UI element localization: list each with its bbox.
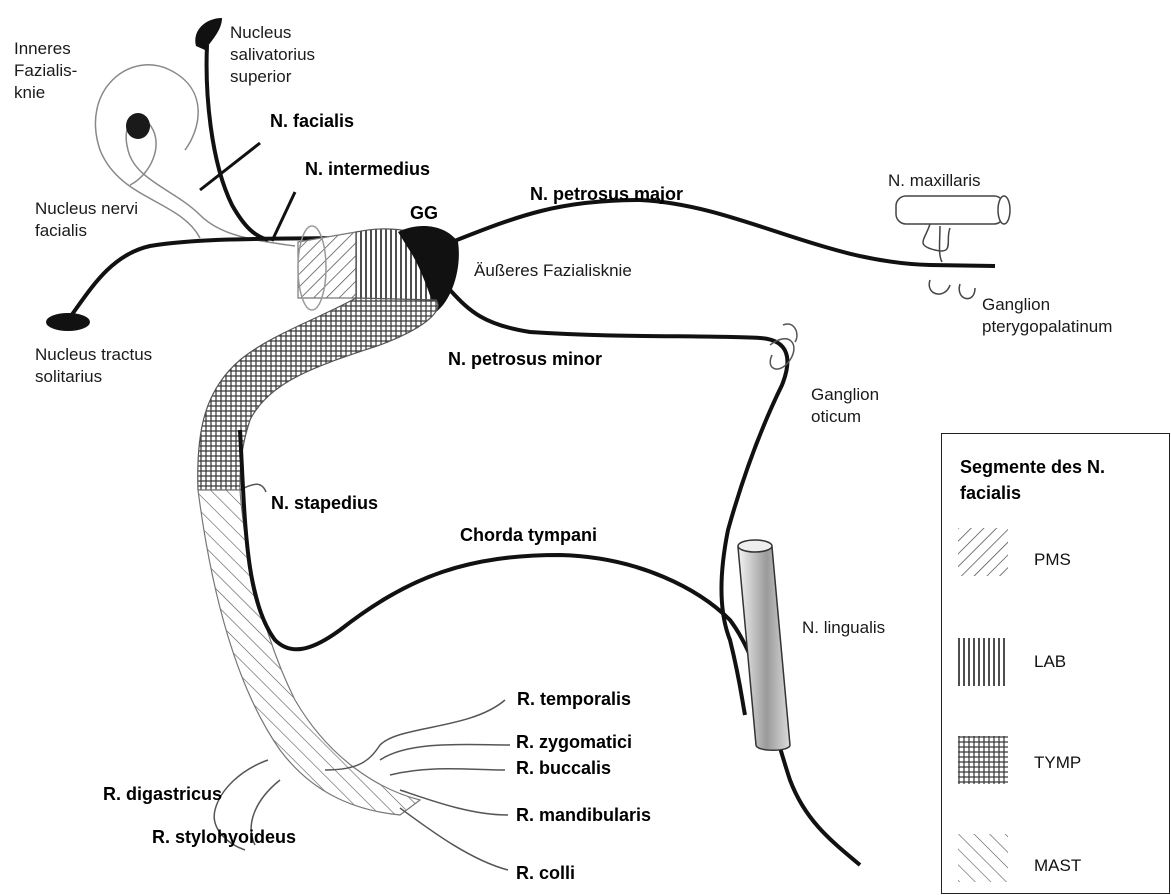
label-gg: GG (410, 202, 438, 224)
label-nucleus-salivatorius: Nucleus salivatorius superior (230, 22, 315, 88)
legend: Segmente des N. facialis PMS LAB TYMP MA… (941, 433, 1170, 894)
label-ganglion-pterygopalatinum: Ganglion pterygopalatinum (982, 294, 1112, 338)
label-r-colli: R. colli (516, 862, 575, 884)
label-n-lingualis: N. lingualis (802, 617, 885, 639)
legend-label-mast: MAST (1034, 856, 1081, 876)
nucleus-nervi-facialis-node (126, 113, 150, 139)
legend-label-lab: LAB (1034, 652, 1066, 672)
segment-pms (298, 232, 356, 298)
label-ganglion-oticum: Ganglion oticum (811, 384, 879, 428)
legend-label-tymp: TYMP (1034, 753, 1081, 773)
label-r-buccalis: R. buccalis (516, 757, 611, 779)
label-n-petrosus-major: N. petrosus major (530, 183, 683, 205)
label-n-facialis: N. facialis (270, 110, 354, 132)
segment-tymp (198, 298, 438, 490)
label-r-zygomatici: R. zygomatici (516, 731, 632, 753)
label-aeusseres-fazialisknie: Äußeres Fazialisknie (474, 260, 632, 282)
label-r-stylohyoideus: R. stylohyoideus (152, 826, 296, 848)
label-n-maxillaris: N. maxillaris (888, 170, 981, 192)
label-chorda-tympani: Chorda tympani (460, 524, 597, 546)
legend-swatch-mast (958, 834, 1008, 882)
label-n-intermedius: N. intermedius (305, 158, 430, 180)
label-r-temporalis: R. temporalis (517, 688, 631, 710)
label-r-digastricus: R. digastricus (103, 783, 222, 805)
legend-swatch-pms (958, 528, 1008, 576)
nucleus-tractus-solitarius-node (46, 313, 90, 331)
segment-mast (198, 490, 420, 815)
label-n-stapedius: N. stapedius (271, 492, 378, 514)
legend-title: Segmente des N. facialis (960, 454, 1105, 506)
n-intermedius-pointer (272, 192, 295, 241)
label-r-mandibularis: R. mandibularis (516, 804, 651, 826)
legend-swatch-tymp (958, 736, 1008, 784)
n-maxillaris-cylinder (896, 196, 1004, 224)
legend-swatch-lab (958, 638, 1008, 686)
label-n-petrosus-minor: N. petrosus minor (448, 348, 602, 370)
label-nucleus-tractus-solitarius: Nucleus tractus solitarius (35, 344, 152, 388)
n-facialis-pointer (200, 143, 260, 190)
legend-label-pms: PMS (1034, 550, 1071, 570)
ganglion-pterygopalatinum-node (923, 224, 975, 299)
label-inneres-fazialisknie: Inneres Fazialis- knie (14, 38, 77, 104)
label-nucleus-nervi-facialis: Nucleus nervi facialis (35, 198, 138, 242)
